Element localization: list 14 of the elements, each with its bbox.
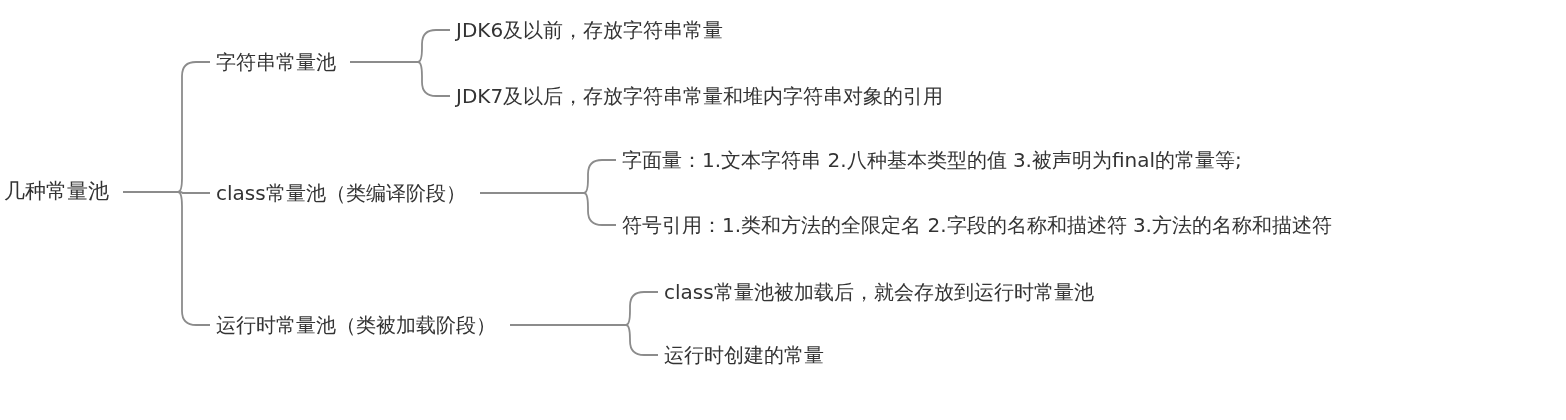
topic-text: class常量池被加载后，就会存放到运行时常量池: [664, 279, 1094, 305]
topic-text: 字符串常量池: [216, 49, 336, 75]
topic-text: class常量池（类编译阶段）: [216, 180, 466, 206]
topic-text: 几种常量池: [4, 178, 109, 206]
topic-text: 运行时常量池（类被加载阶段）: [216, 312, 496, 338]
connector-line: [349, 61, 451, 97]
topic-text: 符号引用：1.类和方法的全限定名 2.字段的名称和描述符 3.方法的名称和描述符: [622, 212, 1332, 238]
connector-line: [122, 191, 211, 326]
topic-text: 运行时创建的常量: [664, 342, 824, 368]
connector-line: [509, 324, 659, 356]
topic-text: JDK6及以前，存放字符串常量: [456, 17, 724, 43]
topic-text: JDK7及以后，存放字符串常量和堆内字符串对象的引用: [456, 83, 944, 109]
topic-text: 字面量：1.文本字符串 2.八种基本类型的值 3.被声明为final的常量等;: [622, 147, 1242, 173]
connector-line: [479, 192, 617, 226]
